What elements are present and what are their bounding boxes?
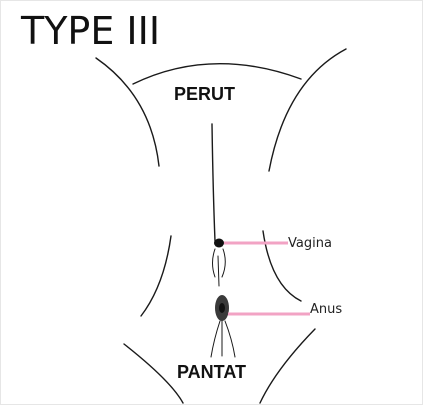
perineum-fold-left	[213, 249, 216, 277]
region-label-pantat: PANTAT	[177, 362, 246, 382]
gluteal-cleft-right	[225, 321, 235, 357]
region-label-perut: PERUT	[174, 84, 235, 104]
diagram-title: TYPE III	[20, 9, 160, 53]
right-buttock-curve	[260, 329, 315, 403]
left-thigh-outer-curve	[96, 58, 159, 166]
gluteal-cleft-left	[211, 321, 220, 357]
right-thigh-outer-curve	[269, 49, 346, 171]
infibulation-line	[212, 124, 215, 241]
anus-label: Anus	[310, 302, 342, 317]
left-inner-thigh-curve	[141, 236, 171, 316]
vaginal-opening	[214, 239, 224, 248]
abdomen-arc	[133, 64, 301, 84]
anus-center	[219, 303, 225, 313]
perineum-fold-right	[222, 249, 225, 277]
perineum-fold-center	[218, 256, 219, 286]
vagina-label: Vagina	[288, 236, 332, 251]
left-buttock-curve	[124, 344, 183, 403]
